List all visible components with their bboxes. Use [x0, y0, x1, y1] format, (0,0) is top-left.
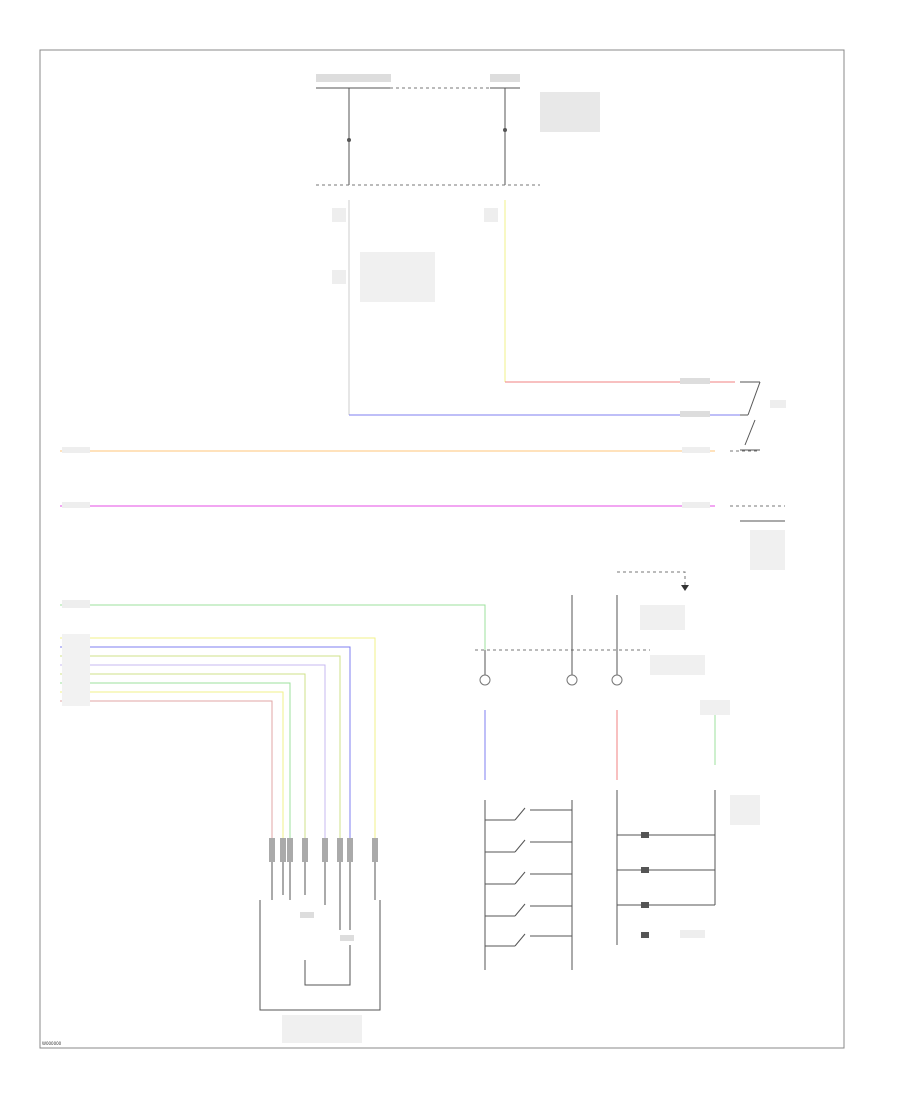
wire-bundle — [60, 600, 486, 845]
brake-switch — [740, 381, 786, 451]
diagram-frame — [39, 49, 845, 1049]
fuse-left-icon — [347, 138, 351, 142]
fuse-right-icon — [503, 128, 507, 132]
resistor-2-icon — [641, 867, 649, 873]
clock-spring-section — [475, 571, 760, 970]
terminal-3-icon — [611, 674, 623, 686]
resistor-1-icon — [641, 832, 649, 838]
module-box — [259, 862, 381, 1043]
steering-switches — [485, 807, 572, 947]
terminal-1-icon — [479, 674, 491, 686]
long-wires — [60, 447, 785, 570]
connector-stubs — [269, 838, 378, 862]
resistor-3-icon — [641, 902, 649, 908]
resistor-4-icon — [641, 932, 649, 938]
arrow-down-icon — [681, 585, 689, 591]
fuse-wires — [332, 200, 740, 417]
diagram-code: W000000 — [42, 1041, 62, 1046]
terminal-2-icon — [566, 674, 578, 686]
fuse-section — [316, 74, 600, 186]
resistor-ladder — [617, 832, 715, 938]
